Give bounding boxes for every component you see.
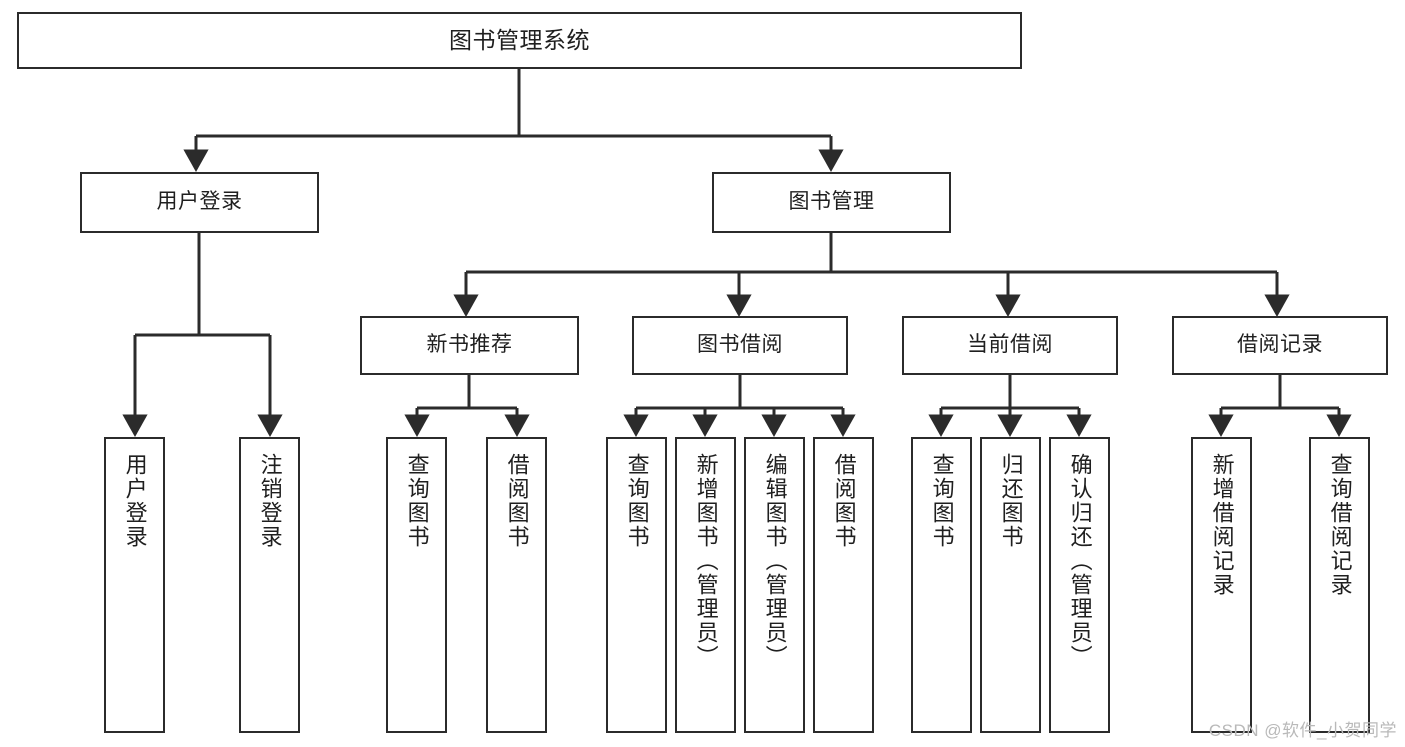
node-label: 新书推荐 xyxy=(426,333,513,357)
node-new-book-recommend[interactable]: 新书推荐 xyxy=(360,316,579,375)
node-current-borrow[interactable]: 当前借阅 xyxy=(902,316,1118,375)
leaf-current-borrow-confirm-return-admin[interactable]: 确认归还（管理员） xyxy=(1049,437,1110,733)
node-label: 查询图书 xyxy=(404,453,430,549)
node-label: 借阅图书 xyxy=(504,453,530,549)
node-label: 借阅图书 xyxy=(831,453,857,549)
leaf-borrow-record-add-record[interactable]: 新增借阅记录 xyxy=(1191,437,1252,733)
node-label: 图书管理系统 xyxy=(449,26,590,53)
node-label: 借阅记录 xyxy=(1237,333,1323,357)
node-label: 新增借阅记录 xyxy=(1209,453,1235,597)
csdn-watermark: CSDN @软件_小贺同学 xyxy=(1208,721,1397,740)
leaf-current-borrow-return-book[interactable]: 归还图书 xyxy=(980,437,1041,733)
leaf-book-borrow-query-book[interactable]: 查询图书 xyxy=(606,437,667,733)
leaf-user-login-logout[interactable]: 注销登录 xyxy=(239,437,300,733)
node-book-management[interactable]: 图书管理 xyxy=(712,172,951,233)
node-book-borrow[interactable]: 图书借阅 xyxy=(632,316,848,375)
node-label: 归还图书 xyxy=(998,453,1024,549)
leaf-book-borrow-borrow-book[interactable]: 借阅图书 xyxy=(813,437,874,733)
leaf-borrow-record-query-record[interactable]: 查询借阅记录 xyxy=(1309,437,1370,733)
node-label: 查询借阅记录 xyxy=(1327,453,1353,597)
leaf-book-borrow-edit-book-admin[interactable]: 编辑图书（管理员） xyxy=(744,437,805,733)
leaf-new-book-borrow-book[interactable]: 借阅图书 xyxy=(486,437,547,733)
node-label: 查询图书 xyxy=(929,453,955,549)
leaf-user-login-login[interactable]: 用户登录 xyxy=(104,437,165,733)
node-label: 新增图书（管理员） xyxy=(693,453,719,669)
node-user-login[interactable]: 用户登录 xyxy=(80,172,319,233)
node-label: 用户登录 xyxy=(156,190,243,214)
node-label: 图书借阅 xyxy=(697,333,783,357)
leaf-book-borrow-add-book-admin[interactable]: 新增图书（管理员） xyxy=(675,437,736,733)
node-root-book-management-system[interactable]: 图书管理系统 xyxy=(17,12,1022,69)
node-label: 注销登录 xyxy=(257,453,283,549)
node-label: 用户登录 xyxy=(122,453,148,549)
leaf-current-borrow-query-book[interactable]: 查询图书 xyxy=(911,437,972,733)
node-borrow-record[interactable]: 借阅记录 xyxy=(1172,316,1388,375)
node-label: 当前借阅 xyxy=(967,333,1053,357)
leaf-new-book-query-book[interactable]: 查询图书 xyxy=(386,437,447,733)
node-label: 编辑图书（管理员） xyxy=(762,453,788,669)
node-label: 图书管理 xyxy=(788,190,875,214)
node-label: 查询图书 xyxy=(624,453,650,549)
node-label: 确认归还（管理员） xyxy=(1067,453,1093,669)
